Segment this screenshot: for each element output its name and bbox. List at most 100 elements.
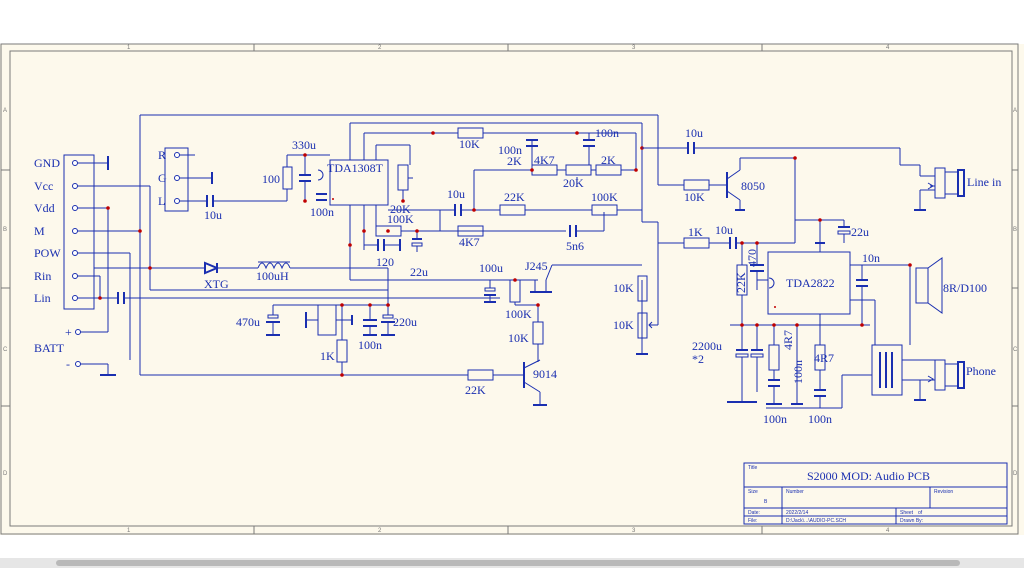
zone-col-1: 1: [127, 45, 131, 51]
pin-label-m: M: [34, 224, 45, 238]
tb-file: D:\Jack\...\AUDIO-PC.SCH: [786, 518, 846, 524]
selector-label-l: L: [158, 194, 165, 208]
tb-title-label: Title: [748, 465, 757, 471]
r10k-e-label: 10K: [613, 318, 634, 332]
zone-ticks: [1, 44, 1018, 534]
c100n-a-label: 100n: [310, 205, 334, 219]
r4k7-b-label: 4K7: [459, 235, 480, 249]
r22k-c-label: 22K: [465, 383, 486, 397]
j245-label: J245: [525, 259, 548, 273]
pin-label-rin: Rin: [34, 269, 51, 283]
tb-date: 2022/2/14: [786, 510, 808, 516]
zone-col-2-bottom: 2: [378, 528, 382, 534]
zone-row-d: D: [3, 471, 8, 477]
line-in-label: Line in: [967, 175, 1001, 189]
zone-row-c-right: C: [1013, 347, 1018, 353]
output-stage: 8R/D100 Phone: [871, 257, 996, 401]
pin-label-vcc: Vcc: [34, 179, 53, 193]
ic-tda2822: [767, 251, 851, 315]
title-block: Title S2000 MOD: Audio PCB Size B Number…: [743, 462, 1008, 525]
c100n-c-label: 100n: [595, 126, 619, 140]
ic1-label: TDA1308T: [327, 161, 384, 175]
c100n-f-label: 100n: [763, 412, 787, 426]
batt-plus: +: [65, 325, 72, 339]
r4k7-a-label: 4K7: [534, 153, 555, 167]
horizontal-scrollbar-thumb[interactable]: [56, 560, 960, 566]
zone-col-4: 4: [886, 45, 890, 51]
c470u-label: 470u: [236, 315, 260, 329]
c5n6-label: 5n6: [566, 239, 584, 253]
c10u-left-label: 10u: [204, 208, 222, 222]
zone-labels: 1 2 3 4 1 2 3 4 A B C D A B C D: [3, 45, 1018, 534]
x2-label: *2: [692, 352, 704, 366]
r4r7-b-label: 4R7: [814, 351, 834, 365]
r10k-c-label: 10K: [508, 331, 529, 345]
ic-tda1308t: [329, 159, 389, 206]
tb-revision-label: Revision: [934, 489, 953, 495]
c220u-label: 220u: [393, 315, 417, 329]
c22u-b-label: 22u: [851, 225, 869, 239]
r4r7-a-label: 4R7: [781, 330, 795, 350]
r10k-b-label: 10K: [684, 190, 705, 204]
pin-label-pow: POW: [34, 246, 61, 260]
jfet-stage: 100u 100K J245 10K 22K 9014: [465, 259, 642, 406]
q8050-label: 8050: [741, 179, 765, 193]
phone-label: Phone: [966, 364, 996, 378]
connector-block: GND Vcc Vdd M POW Rin Lin: [34, 154, 109, 310]
regulator-stage: 470u 1K 100n 220u: [236, 303, 417, 377]
zone-col-4-bottom: 4: [886, 528, 890, 534]
zone-row-a-right: A: [1013, 108, 1017, 114]
c330u-label: 330u: [292, 138, 316, 152]
r10k-d-label: 10K: [613, 281, 634, 295]
pot100k-label: 100K: [591, 190, 618, 204]
pin-label-lin: Lin: [34, 291, 51, 305]
q9014-label: 9014: [533, 367, 557, 381]
zone-row-a: A: [3, 108, 7, 114]
tb-number-label: Number: [786, 489, 804, 495]
c2200u-label: 2200u: [692, 339, 722, 353]
battery-terminals: + - BATT: [34, 208, 116, 376]
c10n-label: 10n: [862, 251, 880, 265]
r1k-a-label: 1K: [688, 225, 703, 239]
zone-row-c: C: [3, 347, 8, 353]
c100n-e-label: 100n: [791, 360, 805, 384]
xtg-label: XTG: [204, 277, 229, 291]
tb-of-label: of: [918, 510, 923, 516]
connector-pins: [72, 156, 109, 301]
l100uh-label: 100uH: [256, 269, 289, 283]
r10k-top-label: 10K: [459, 137, 480, 151]
power-amp-stage: 1K 10u 10K 10K 22K 470 TDA2822 22u: [613, 218, 912, 426]
tb-size-label: Size: [748, 489, 758, 495]
zone-col-1-bottom: 1: [127, 528, 131, 534]
r100k-a-label: 100K: [387, 212, 414, 226]
r2k-a-label: 2K: [507, 154, 522, 168]
c100n-g-label: 100n: [808, 412, 832, 426]
r100k-b-label: 100K: [505, 307, 532, 321]
batt-label: BATT: [34, 341, 65, 355]
c100n-b-label: 100n: [498, 143, 522, 157]
zone-col-3-bottom: 3: [632, 528, 636, 534]
c22u-a-label: 22u: [410, 265, 428, 279]
preamp-stage: 100 330u 100n TDA1308T 10K 20K 100K: [262, 122, 643, 281]
selector-label-r: R: [158, 148, 166, 162]
r2k-b-label: 2K: [601, 153, 616, 167]
r22k-a-label: 22K: [504, 190, 525, 204]
tb-sheet-label: Sheet: [900, 510, 914, 516]
c10u-mid-label: 10u: [447, 187, 465, 201]
tb-title: S2000 MOD: Audio PCB: [807, 469, 930, 483]
r120-label: 120: [376, 255, 394, 269]
r100-label: 100: [262, 172, 280, 186]
speaker-label: 8R/D100: [943, 281, 987, 295]
tb-size: B: [764, 499, 768, 505]
xtg-line: XTG 100uH: [94, 261, 389, 305]
zone-col-3: 3: [632, 45, 636, 51]
connector-wires: [94, 114, 659, 376]
ic2-label: TDA2822: [786, 276, 835, 290]
pin-label-vdd: Vdd: [34, 201, 55, 215]
r470-label: 470: [745, 249, 759, 267]
r22k-b-label: 22K: [734, 272, 748, 293]
zone-row-b-right: B: [1013, 227, 1017, 233]
selector-label-g: G: [158, 171, 167, 185]
c100u-label: 100u: [479, 261, 503, 275]
zone-row-b: B: [3, 227, 7, 233]
